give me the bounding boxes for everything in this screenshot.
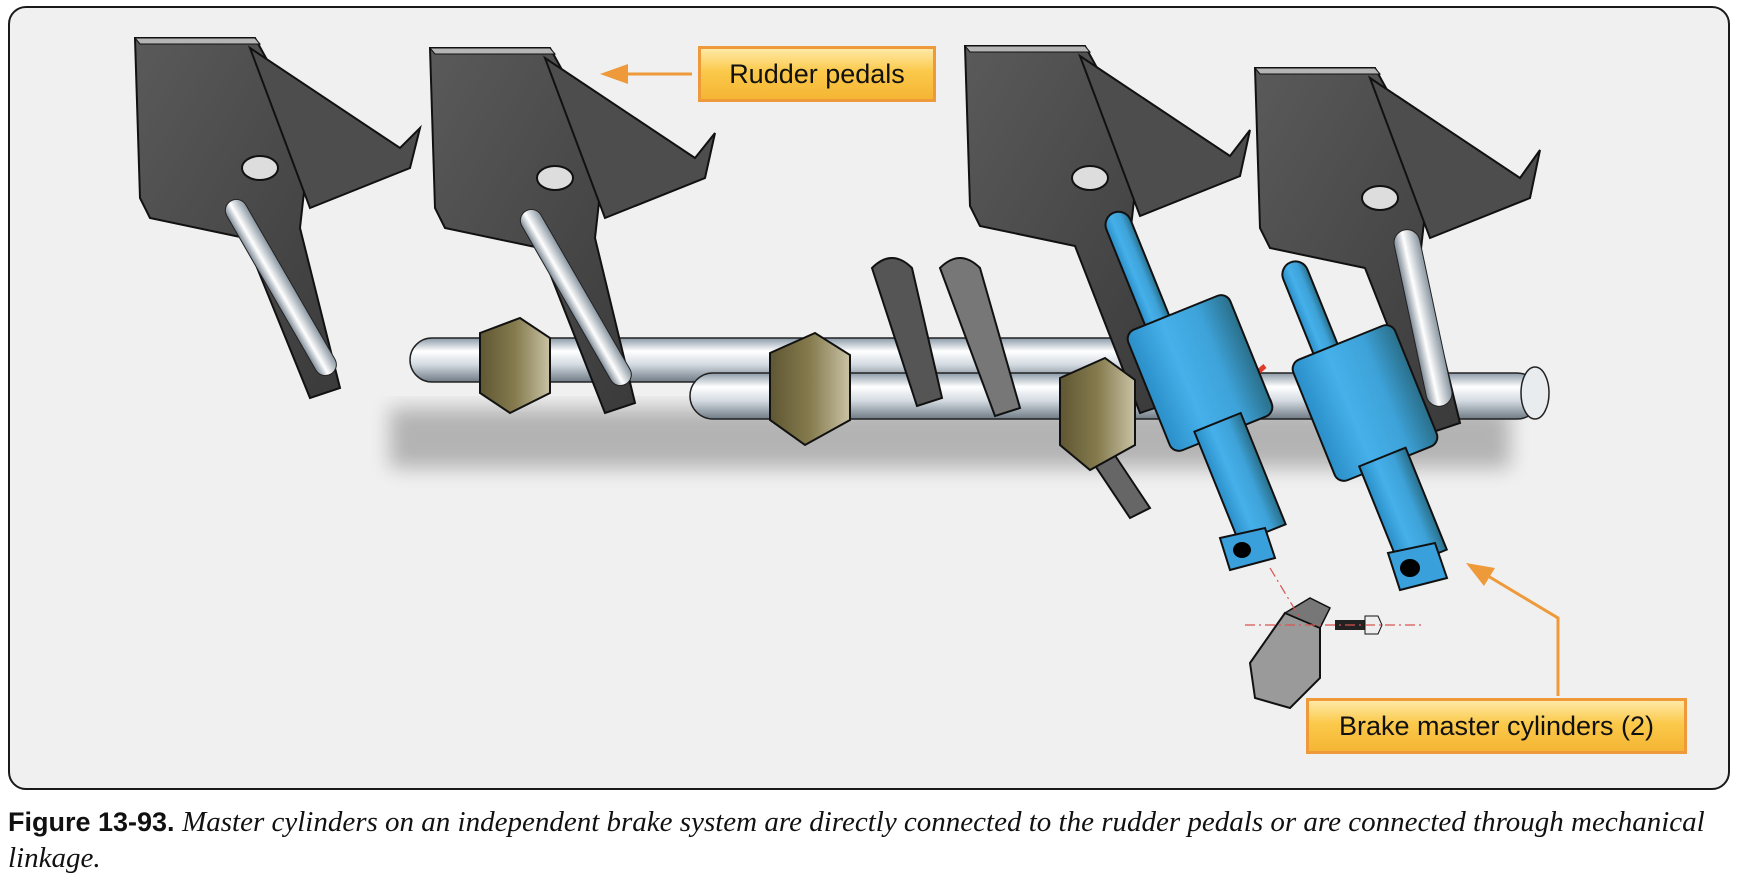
figure-frame: Rudder pedals Brake master cylinders (2) xyxy=(8,6,1730,790)
bearing-clamp-1 xyxy=(479,316,551,415)
callout-rudder-pedals: Rudder pedals xyxy=(698,46,936,102)
rudder-pedal-2 xyxy=(428,47,716,415)
centerline xyxy=(1245,567,1425,626)
mounting-bracket xyxy=(1248,597,1332,710)
bearing-clamp-2 xyxy=(769,331,851,447)
rudder-pedal-1 xyxy=(133,37,422,400)
rudder-pedal-4 xyxy=(1253,67,1541,435)
leader-rudder-pedals xyxy=(600,64,692,84)
brake-system-illustration xyxy=(133,37,1560,710)
callout-rudder-pedals-text: Rudder pedals xyxy=(729,58,905,89)
callout-brake-master-cylinders: Brake master cylinders (2) xyxy=(1306,698,1687,754)
leader-brake-cylinders xyxy=(1466,563,1560,696)
rudder-pedal-3 xyxy=(963,45,1251,415)
bearing-clamp-3 xyxy=(1059,356,1136,472)
figure-caption: Figure 13-93. Master cylinders on an ind… xyxy=(8,804,1730,876)
callout-brake-master-cylinders-text: Brake master cylinders (2) xyxy=(1338,710,1655,741)
brake-master-cylinder-left xyxy=(1104,210,1287,572)
figure-caption-text: Master cylinders on an independent brake… xyxy=(8,806,1705,874)
brake-master-cylinder-right xyxy=(1281,260,1449,592)
figure-number: Figure 13-93. xyxy=(8,807,175,837)
